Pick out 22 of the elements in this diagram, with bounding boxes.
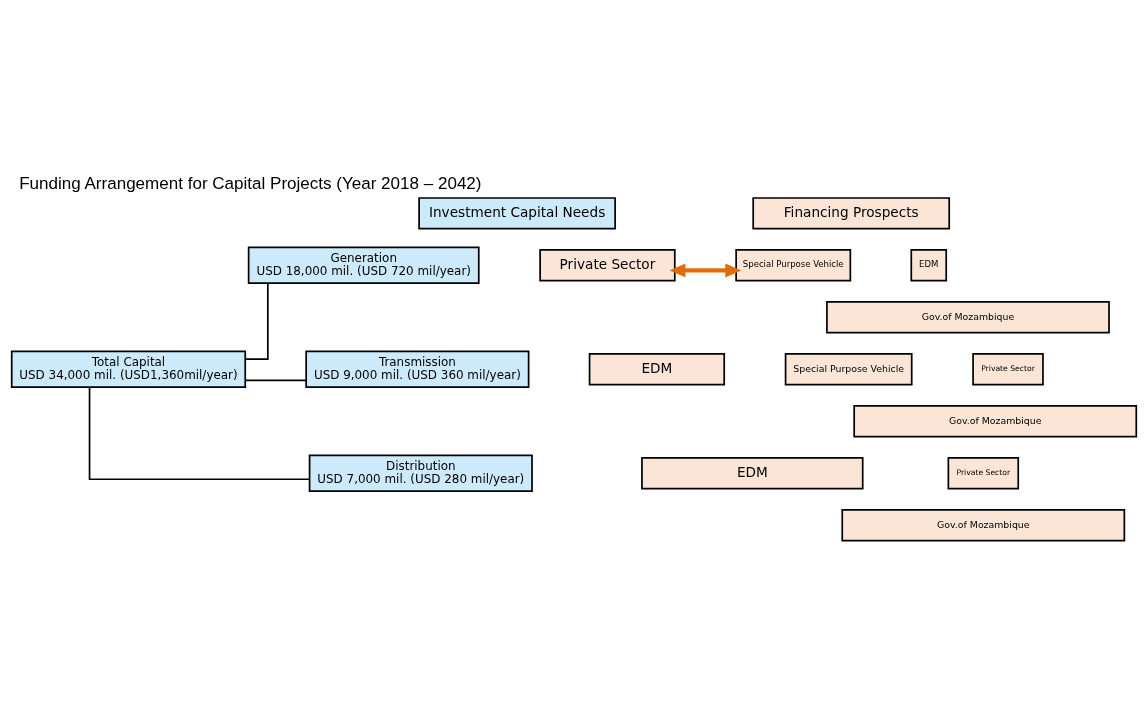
node-box: Financing Prospects: [752, 196, 951, 229]
node-box: Private Sector: [539, 248, 676, 281]
node-box: EDM: [641, 456, 864, 489]
node-box: Gov.of Mozambique: [841, 508, 1126, 541]
node-box: Investment Capital Needs: [418, 196, 616, 229]
node-box: Generation USD 18,000 mil. (USD 720 mil/year): [247, 246, 480, 284]
node-box: Private Sector: [947, 456, 1020, 489]
connector: [88, 385, 311, 480]
node-box: Special Purpose Vehicle: [735, 248, 852, 281]
node-box: EDM: [588, 352, 726, 385]
arrow: [669, 262, 742, 277]
node-box: Distribution USD 7,000 mil. (USD 280 mil/year): [308, 454, 533, 492]
node-box: Gov.of Mozambique: [853, 404, 1138, 437]
node-box: EDM: [910, 248, 948, 281]
node-box: Total Capital USD 34,000 mil. (USD1,360mil/year): [10, 350, 247, 388]
diagram-title: Funding Arrangement for Capital Projects (Year 2018 – 2042): [19, 173, 482, 193]
node-box: Gov.of Mozambique: [826, 300, 1110, 333]
node-box: Private Sector: [972, 352, 1044, 385]
connector: [244, 379, 307, 381]
node-box: Transmission USD 9,000 mil. (USD 360 mil/year): [305, 350, 530, 388]
node-box: Special Purpose Vehicle: [784, 352, 913, 385]
connector: [244, 282, 269, 360]
